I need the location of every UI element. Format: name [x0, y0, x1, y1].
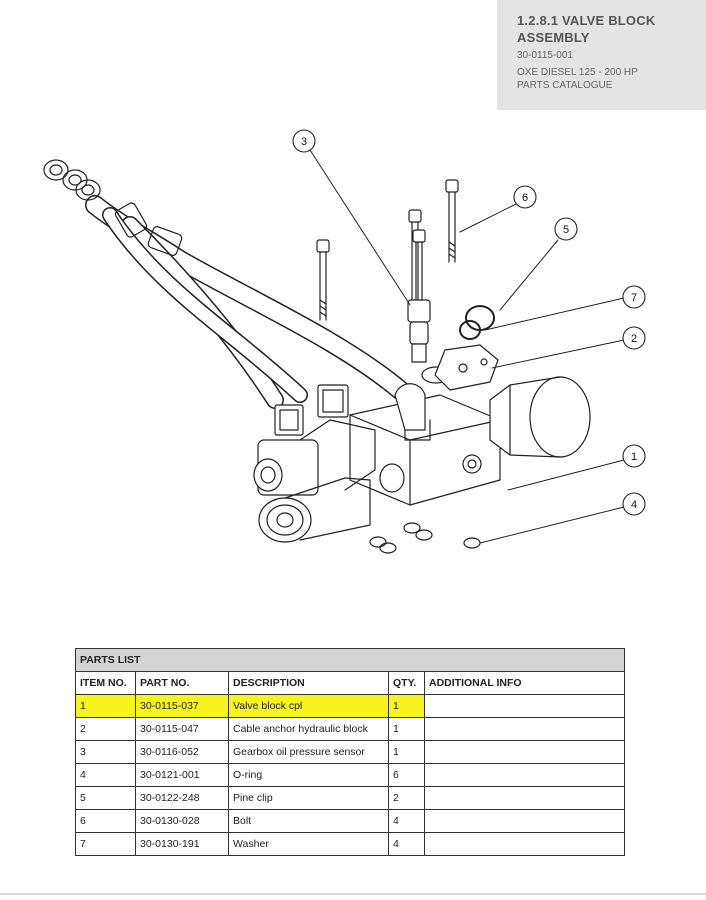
o-rings [369, 522, 481, 554]
table-row: 4 30-0121-001 O-ring 6 [75, 763, 625, 787]
table-row: 2 30-0115-047 Cable anchor hydraulic blo… [75, 717, 625, 741]
part-no-cell: 30-0116-052 [135, 740, 229, 764]
item-no-cell: 1 [75, 694, 136, 718]
catalogue-subtitle: OXE DIESEL 125 - 200 HP PARTS CATALOGUE [517, 67, 638, 91]
svg-text:4: 4 [631, 499, 637, 511]
additional-info-cell [424, 717, 625, 741]
valve-block-drawing: 3 6 5 7 2 1 4 [43, 129, 646, 554]
table-row: 3 30-0116-052 Gearbox oil pressure senso… [75, 740, 625, 764]
item-no-cell: 5 [75, 786, 136, 810]
qty-cell: 1 [388, 740, 425, 764]
document-header: 1.2.8.1 VALVE BLOCK ASSEMBLY 30-0115-001… [497, 0, 706, 110]
svg-text:6: 6 [522, 192, 528, 204]
table-row: 5 30-0122-248 Pine clip 2 [75, 786, 625, 810]
item-no-cell: 3 [75, 740, 136, 764]
callout-3: 3 [292, 129, 316, 153]
additional-info-cell [424, 786, 625, 810]
column-header-qty: QTY. [388, 671, 425, 695]
parts-list-title: PARTS LIST [75, 648, 625, 672]
callout-5: 5 [554, 217, 578, 241]
part-no-cell: 30-0115-037 [135, 694, 229, 718]
page-bottom-divider [0, 893, 706, 895]
part-no-cell: 30-0130-028 [135, 809, 229, 833]
qty-cell: 1 [388, 717, 425, 741]
solenoid-valves [253, 384, 376, 543]
assembly-code: 30-0115-001 [517, 50, 573, 61]
item-no-cell: 6 [75, 809, 136, 833]
elbow-fitting [394, 383, 426, 431]
table-header-row: ITEM NO. PART NO. DESCRIPTION QTY. ADDIT… [75, 671, 625, 695]
description-cell: Cable anchor hydraulic block [228, 717, 389, 741]
description-cell: Washer [228, 832, 389, 856]
callout-6: 6 [513, 185, 537, 209]
additional-info-cell [424, 809, 625, 833]
table-row: 6 30-0130-028 Bolt 4 [75, 809, 625, 833]
part-no-cell: 30-0121-001 [135, 763, 229, 787]
svg-text:1: 1 [631, 451, 637, 463]
description-cell: Pine clip [228, 786, 389, 810]
qty-cell: 1 [388, 694, 425, 718]
qty-cell: 4 [388, 809, 425, 833]
svg-text:3: 3 [301, 136, 307, 148]
column-header-description: DESCRIPTION [228, 671, 389, 695]
callout-4: 4 [622, 492, 646, 516]
svg-text:2: 2 [631, 333, 637, 345]
qty-cell: 4 [388, 832, 425, 856]
valve-block-body [349, 376, 591, 506]
column-header-item-no: ITEM NO. [75, 671, 136, 695]
leader-lines [309, 149, 625, 544]
additional-info-cell [424, 694, 625, 718]
bolts [316, 179, 459, 321]
additional-info-cell [424, 832, 625, 856]
description-cell: Gearbox oil pressure sensor [228, 740, 389, 764]
document-title: 1.2.8.1 VALVE BLOCK ASSEMBLY [517, 13, 656, 45]
svg-text:7: 7 [631, 292, 637, 304]
svg-text:5: 5 [563, 224, 569, 236]
description-cell: Valve block cpl [228, 694, 389, 718]
parts-list-table: PARTS LIST ITEM NO. PART NO. DESCRIPTION… [75, 648, 625, 856]
item-no-cell: 4 [75, 763, 136, 787]
callout-2: 2 [622, 326, 646, 350]
hydraulic-hoses [43, 159, 410, 409]
table-row: 7 30-0130-191 Washer 4 [75, 832, 625, 856]
cable-anchor [434, 305, 499, 391]
column-header-part-no: PART NO. [135, 671, 229, 695]
item-no-cell: 7 [75, 832, 136, 856]
part-no-cell: 30-0115-047 [135, 717, 229, 741]
additional-info-cell [424, 740, 625, 764]
callout-7: 7 [622, 285, 646, 309]
qty-cell: 2 [388, 786, 425, 810]
table-row: 1 30-0115-037 Valve block cpl 1 [75, 694, 625, 718]
description-cell: O-ring [228, 763, 389, 787]
item-no-cell: 2 [75, 717, 136, 741]
column-header-additional-info: ADDITIONAL INFO [424, 671, 625, 695]
description-cell: Bolt [228, 809, 389, 833]
callout-1: 1 [622, 444, 646, 468]
additional-info-cell [424, 763, 625, 787]
part-no-cell: 30-0122-248 [135, 786, 229, 810]
part-no-cell: 30-0130-191 [135, 832, 229, 856]
qty-cell: 6 [388, 763, 425, 787]
